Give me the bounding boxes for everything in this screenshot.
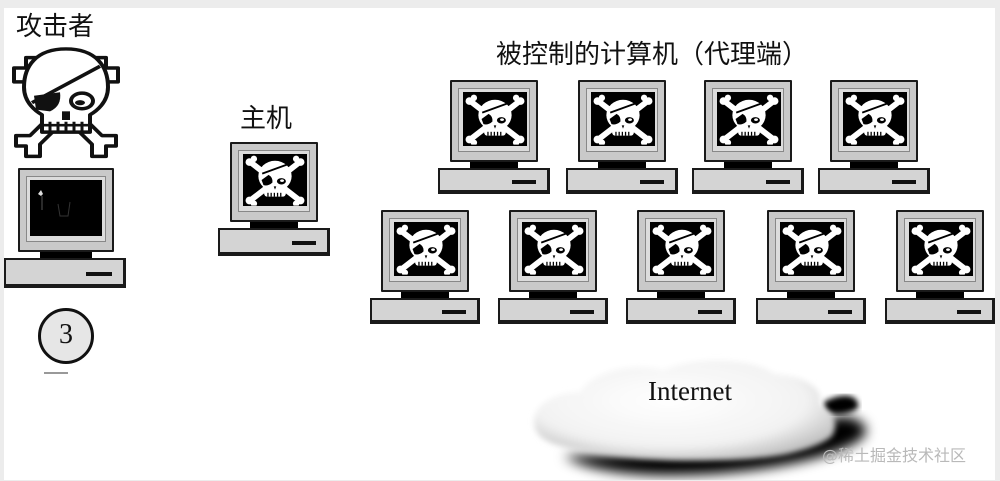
skull-icon — [243, 154, 307, 206]
watermark: @稀土掘金技术社区 — [822, 446, 967, 465]
agent-computer — [626, 210, 736, 324]
agent-computer — [438, 80, 550, 194]
attacker-computer — [4, 168, 128, 288]
agent-computer — [370, 210, 480, 324]
divider — [44, 372, 68, 374]
agent-computer — [756, 210, 866, 324]
agents-label: 被控制的计算机（代理端） — [496, 40, 809, 70]
host-label: 主机 — [240, 104, 293, 134]
skull-icon — [909, 222, 973, 276]
computer-base — [4, 258, 126, 288]
agent-computer — [885, 210, 995, 324]
skull-icon — [522, 222, 586, 276]
skull-icon — [650, 222, 714, 276]
attacker-label: 攻击者 — [16, 12, 95, 42]
terminal-screen — [30, 180, 102, 236]
internet-label: Internet — [648, 376, 732, 406]
skull-icon — [394, 222, 458, 276]
agent-computer — [498, 210, 608, 324]
skull-icon — [591, 92, 655, 146]
skull-icon — [780, 222, 844, 276]
skull-crossbones-icon — [6, 42, 126, 172]
internet-cloud-icon — [534, 360, 867, 476]
monitor — [18, 168, 114, 252]
skull-icon — [843, 92, 907, 146]
skull-icon — [717, 92, 781, 146]
agent-computer — [566, 80, 678, 194]
host-computer — [218, 142, 330, 256]
agent-computer — [692, 80, 804, 194]
diagram-canvas: 攻击者 3 主机 被控制的计算机（代理端） — [4, 8, 995, 480]
skull-icon — [463, 92, 527, 146]
step-badge: 3 — [38, 308, 94, 364]
agent-computer — [818, 80, 930, 194]
